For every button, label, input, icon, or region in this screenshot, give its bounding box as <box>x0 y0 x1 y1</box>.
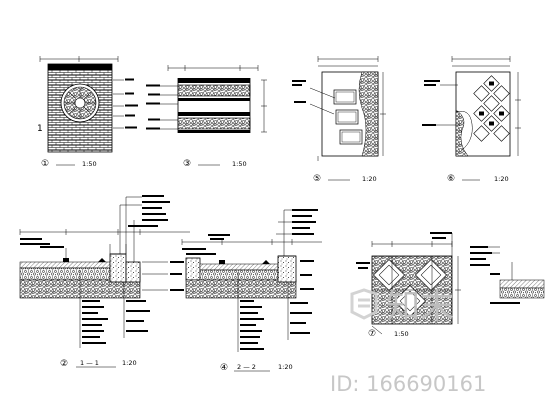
drawing-1-scale: 1:50 <box>82 160 97 168</box>
watermark-id: ID: 166690161 <box>330 372 486 396</box>
drawing-6-number: ⑥ <box>447 174 455 184</box>
drawing-4-title: 2 — 2 <box>237 363 256 371</box>
watermark-logo-icon <box>350 288 378 320</box>
side-mark: 1 <box>37 124 43 134</box>
watermark: 知末 ID: 166690161 <box>330 287 486 396</box>
edge-detail <box>470 246 545 304</box>
drawing-1-number: ① <box>41 159 49 169</box>
drawing-6-scale: 1:20 <box>494 175 509 183</box>
drawing-7-scale: 1:50 <box>394 330 409 338</box>
drawing-5-number: ⑤ <box>313 174 321 184</box>
watermark-brand: 知末 <box>386 287 454 327</box>
drawing-4-section: ④ 2 — 2 1:20 <box>181 209 322 373</box>
drawing-2-scale: 1:20 <box>122 359 137 367</box>
drawing-3-wall-section: ③ 1:50 <box>146 65 267 169</box>
drawing-6-diamond-paving: ⑥ 1:20 <box>422 56 521 184</box>
drawing-7-number: ⑦ <box>368 329 376 339</box>
drawing-3-number: ③ <box>183 159 191 169</box>
drawing-3-scale: 1:50 <box>232 160 247 168</box>
drawing-5-scale: 1:20 <box>362 175 377 183</box>
drawing-7-paving-plan: ⑦ 1:50 <box>356 232 461 339</box>
drawing-4-scale: 1:20 <box>278 363 293 371</box>
drawing-5-paving-plan: ⑤ 1:20 <box>292 56 386 184</box>
drawing-4-number: ④ <box>220 363 228 373</box>
drawing-2-section: ② 1 — 1 1:20 <box>19 195 190 369</box>
drawing-1-wall-elevation: 1 ① 1:50 <box>37 56 138 169</box>
drawing-2-title: 1 — 1 <box>80 359 99 367</box>
drawing-2-number: ② <box>60 359 68 369</box>
